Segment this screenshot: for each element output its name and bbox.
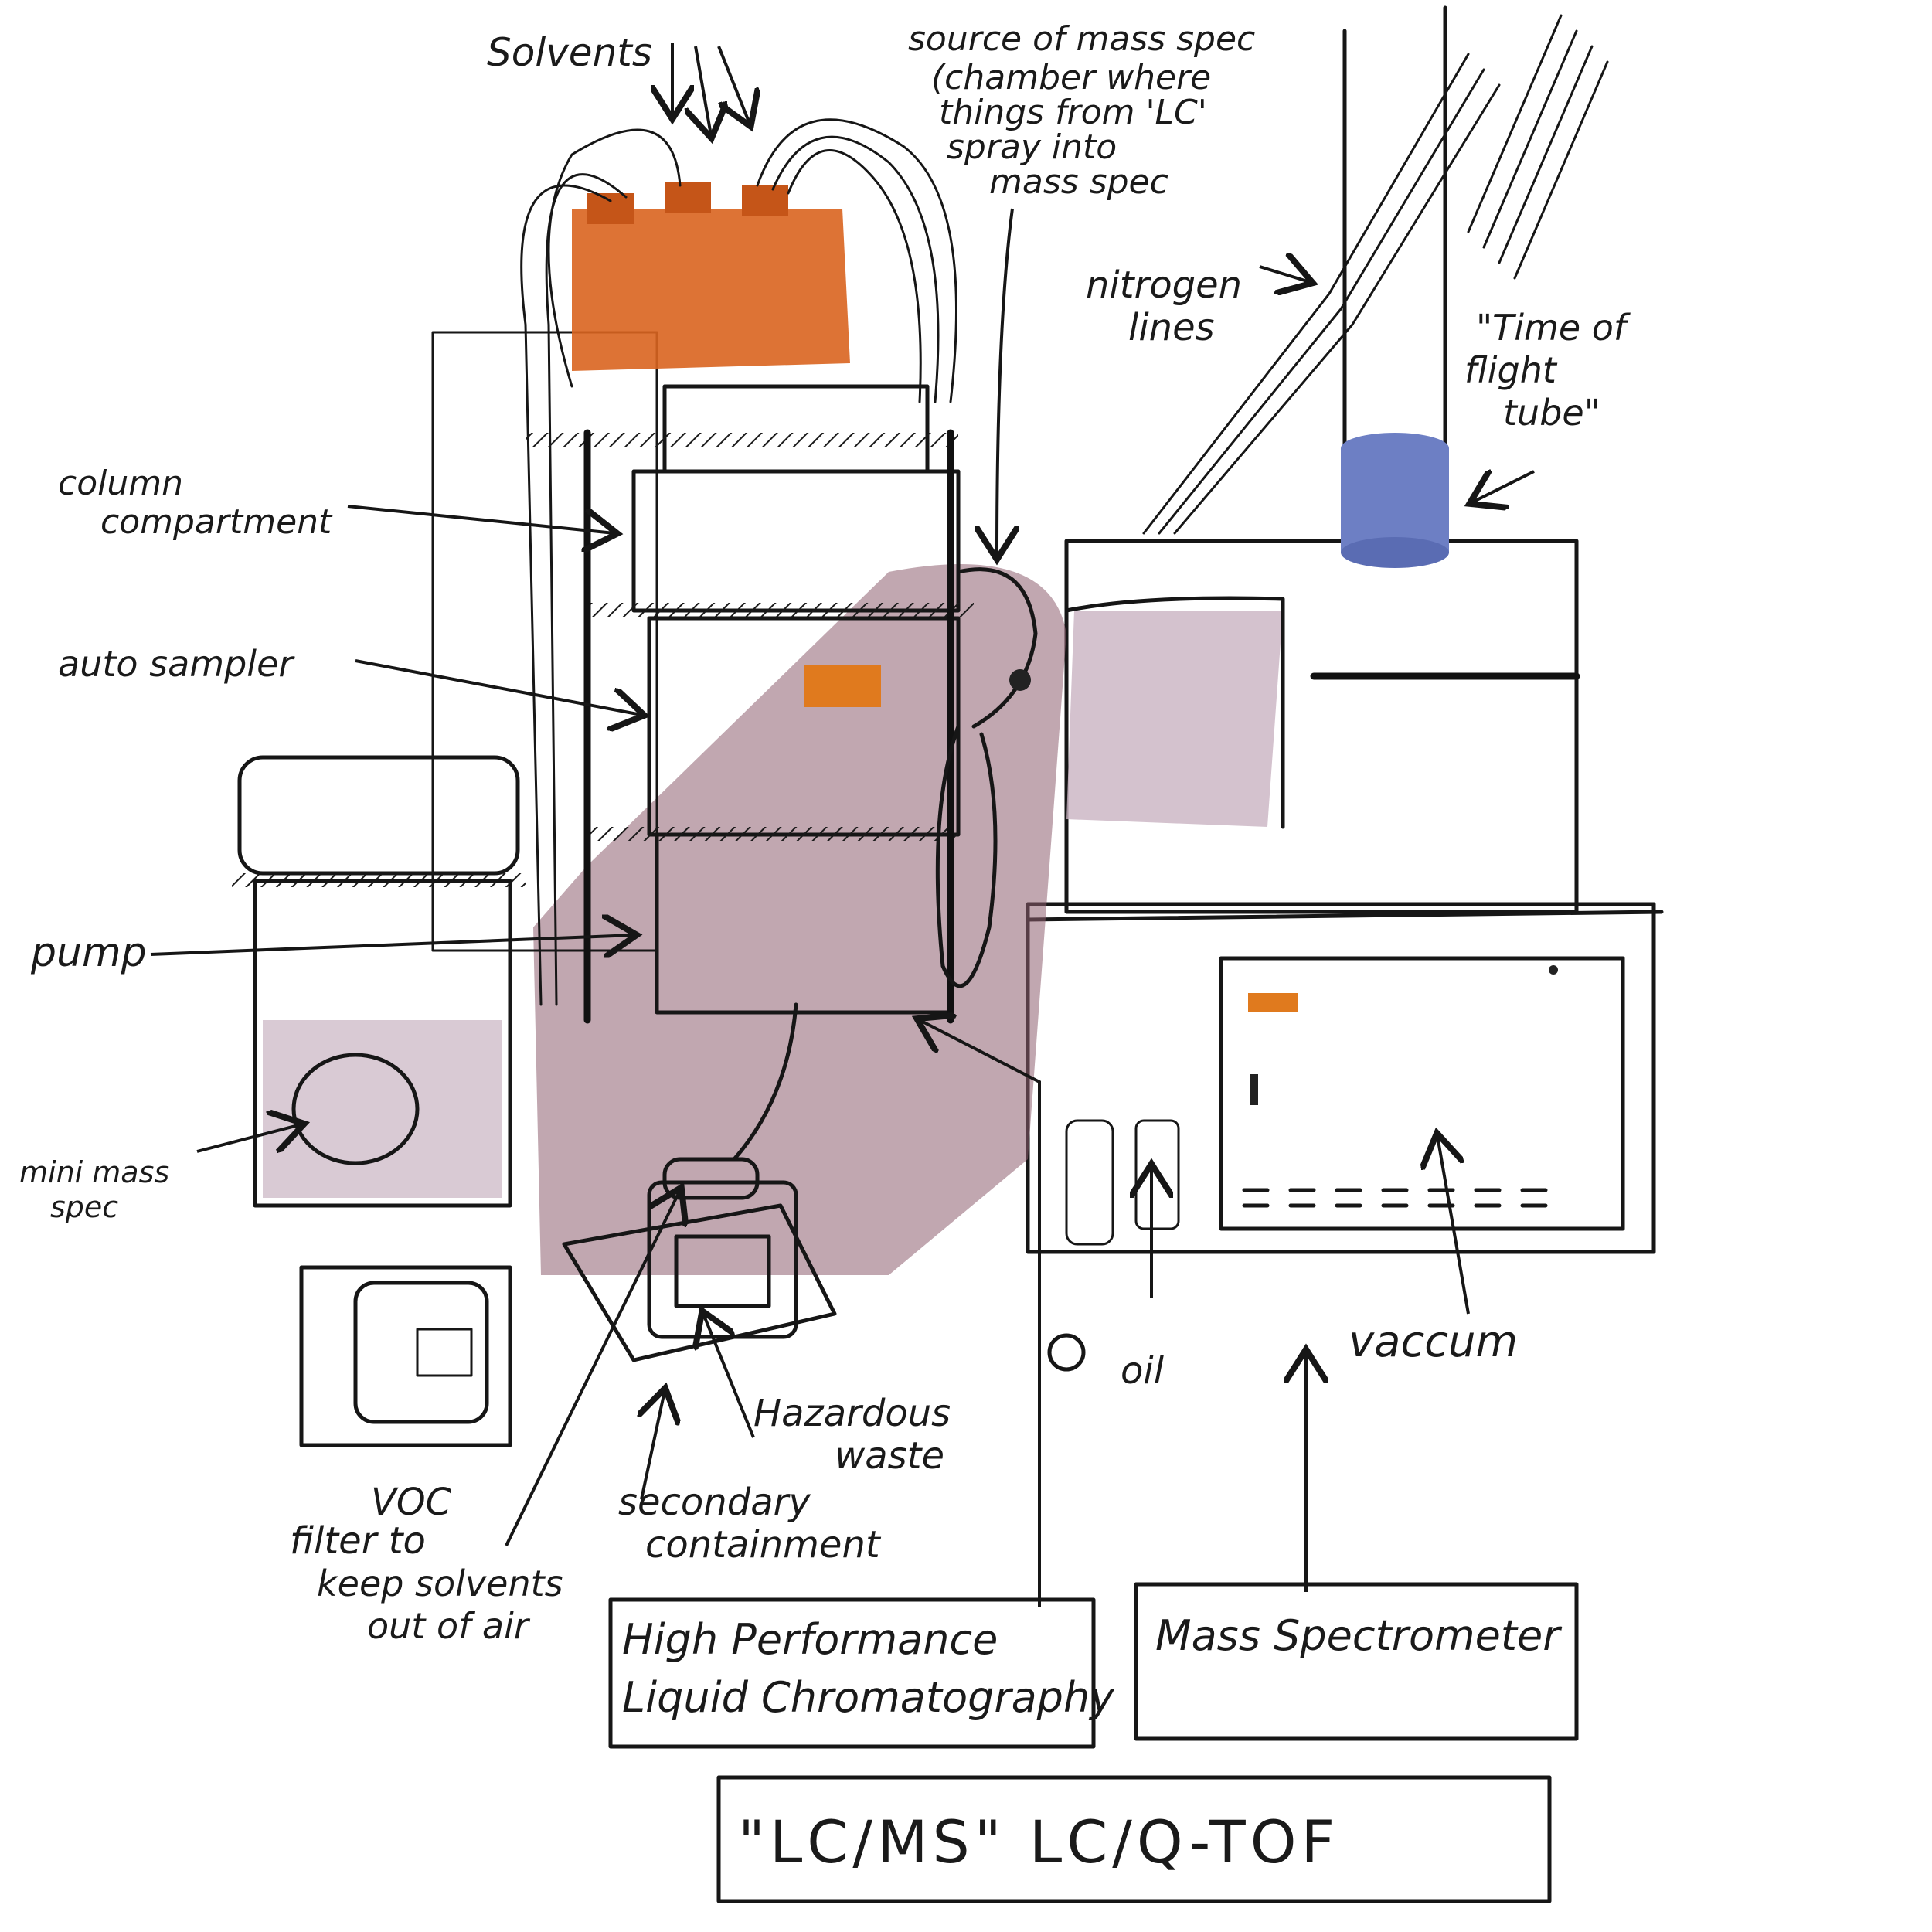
title-box-label: "LC/MS" LC/Q-TOF (738, 1808, 1339, 1876)
autosampler-arrow (355, 659, 641, 715)
bottle-cap-2 (665, 182, 711, 213)
mini-ms-top (237, 755, 520, 876)
hplc-box-line-2: Liquid Chromatography (622, 1673, 1115, 1722)
ms-front-panel (1064, 596, 1285, 829)
ms-wheel (1047, 1333, 1086, 1372)
hplc-back-stack (431, 331, 658, 952)
label-solvents: Solvents (487, 30, 652, 75)
oil-bottle-2 (1134, 1119, 1180, 1230)
source-chamber (956, 567, 1038, 729)
label-secondary-1: secondary (618, 1481, 811, 1524)
annotation-labels: Solvents source of mass spec (chamber wh… (19, 19, 1631, 1647)
column-arrow (347, 505, 614, 533)
ms-screw (1549, 965, 1558, 975)
ms-cabinet-edge (1026, 910, 1664, 922)
voc-label (416, 1328, 473, 1377)
ms-vents (1242, 1188, 1548, 1208)
nitrogen-arrow (1259, 267, 1310, 282)
label-voc-3: keep solvents (317, 1563, 563, 1604)
label-source-3: things from 'LC' (939, 93, 1207, 132)
label-tof-3: tube" (1503, 392, 1600, 434)
vacuum-arrow (1437, 1136, 1470, 1315)
hplc-back-wash (533, 564, 1066, 1275)
solvents-arrow-3 (717, 46, 750, 124)
label-source-1: source of mass spec (908, 19, 1255, 59)
label-voc-1: VOC (371, 1481, 452, 1524)
label-source-4: spray into (947, 128, 1117, 167)
label-pump: pump (30, 930, 147, 976)
tof-arrow (1472, 471, 1535, 502)
label-column-1: column (58, 464, 183, 503)
ms-vacuum-door (1219, 956, 1625, 1231)
hplc-box-frame (608, 1597, 1096, 1749)
label-hazardous-1: Hazardous (753, 1392, 951, 1435)
voc-bottle (353, 1281, 489, 1424)
label-source-2: (chamber where (931, 58, 1211, 97)
hazardous-arrow (703, 1314, 755, 1438)
source-port (1009, 669, 1031, 691)
tof-cap (1341, 448, 1449, 553)
module-shelves (232, 433, 974, 887)
tof-cap-bottom (1341, 537, 1449, 568)
label-column-2: compartment (100, 502, 333, 542)
hplc-box: High Performance Liquid Chromatography (608, 1597, 1115, 1749)
label-mini-ms-1: mini mass (19, 1155, 169, 1189)
ms-upper-housing (1064, 539, 1579, 914)
label-source-5: mass spec (989, 162, 1168, 202)
autosampler-indicator (804, 665, 881, 707)
secondary-arrow (641, 1391, 665, 1500)
annotation-arrows (150, 43, 1535, 1607)
ms-box: Mass Spectrometer (1134, 1582, 1579, 1741)
title-box-frame (716, 1775, 1552, 1903)
label-vacuum: vaccum (1349, 1317, 1518, 1367)
hplc-arrow (920, 1020, 1041, 1607)
waste-line (732, 1002, 798, 1162)
mini-ms-wash (263, 1020, 502, 1198)
label-tof-2: flight (1464, 349, 1558, 391)
source-cable-loop (935, 724, 998, 988)
waste-cap (662, 1157, 760, 1200)
solvents-arrow-2 (696, 46, 711, 135)
hplc-box-line-1: High Performance (622, 1615, 998, 1664)
pump-arrow (150, 935, 634, 954)
label-nitrogen-1: nitrogen (1086, 264, 1242, 307)
label-autosampler: auto sampler (58, 643, 295, 685)
source-arrow (997, 208, 1012, 556)
bottle-cap-3 (742, 185, 788, 216)
ms-handle (1250, 1074, 1258, 1105)
voc-tray (299, 1265, 512, 1447)
label-secondary-2: containment (645, 1523, 882, 1566)
bottle-cap-1 (587, 193, 634, 224)
hplc-stack-illustration (232, 118, 1066, 1447)
label-nitrogen-2: lines (1128, 306, 1215, 349)
label-mini-ms-2: spec (50, 1190, 118, 1224)
solvent-bottles (572, 209, 850, 371)
voc-arrow (505, 1190, 680, 1546)
label-voc-4: out of air (367, 1605, 531, 1647)
ms-box-frame (1134, 1582, 1579, 1741)
nitrogen-lines (1142, 14, 1609, 535)
label-oil: oil (1121, 1349, 1165, 1393)
label-voc-2: filter to (290, 1519, 426, 1563)
label-hazardous-2: waste (835, 1434, 944, 1478)
module-solvent-tray (662, 384, 930, 474)
ms-box-label: Mass Spectrometer (1155, 1611, 1562, 1660)
mass-spectrometer-illustration (1026, 5, 1664, 1372)
title-box: "LC/MS" LC/Q-TOF (716, 1775, 1552, 1903)
ms-indicator (1248, 993, 1298, 1012)
ms-front-panel-wash (1066, 611, 1283, 827)
mini-ms-arrow (196, 1124, 301, 1151)
oil-bottle-1 (1065, 1119, 1114, 1246)
label-tof-1: "Time of (1476, 307, 1631, 349)
solvent-tubing (520, 118, 957, 1006)
mini-ms-body (253, 879, 512, 1208)
secondary-containment-tray (562, 1203, 837, 1362)
